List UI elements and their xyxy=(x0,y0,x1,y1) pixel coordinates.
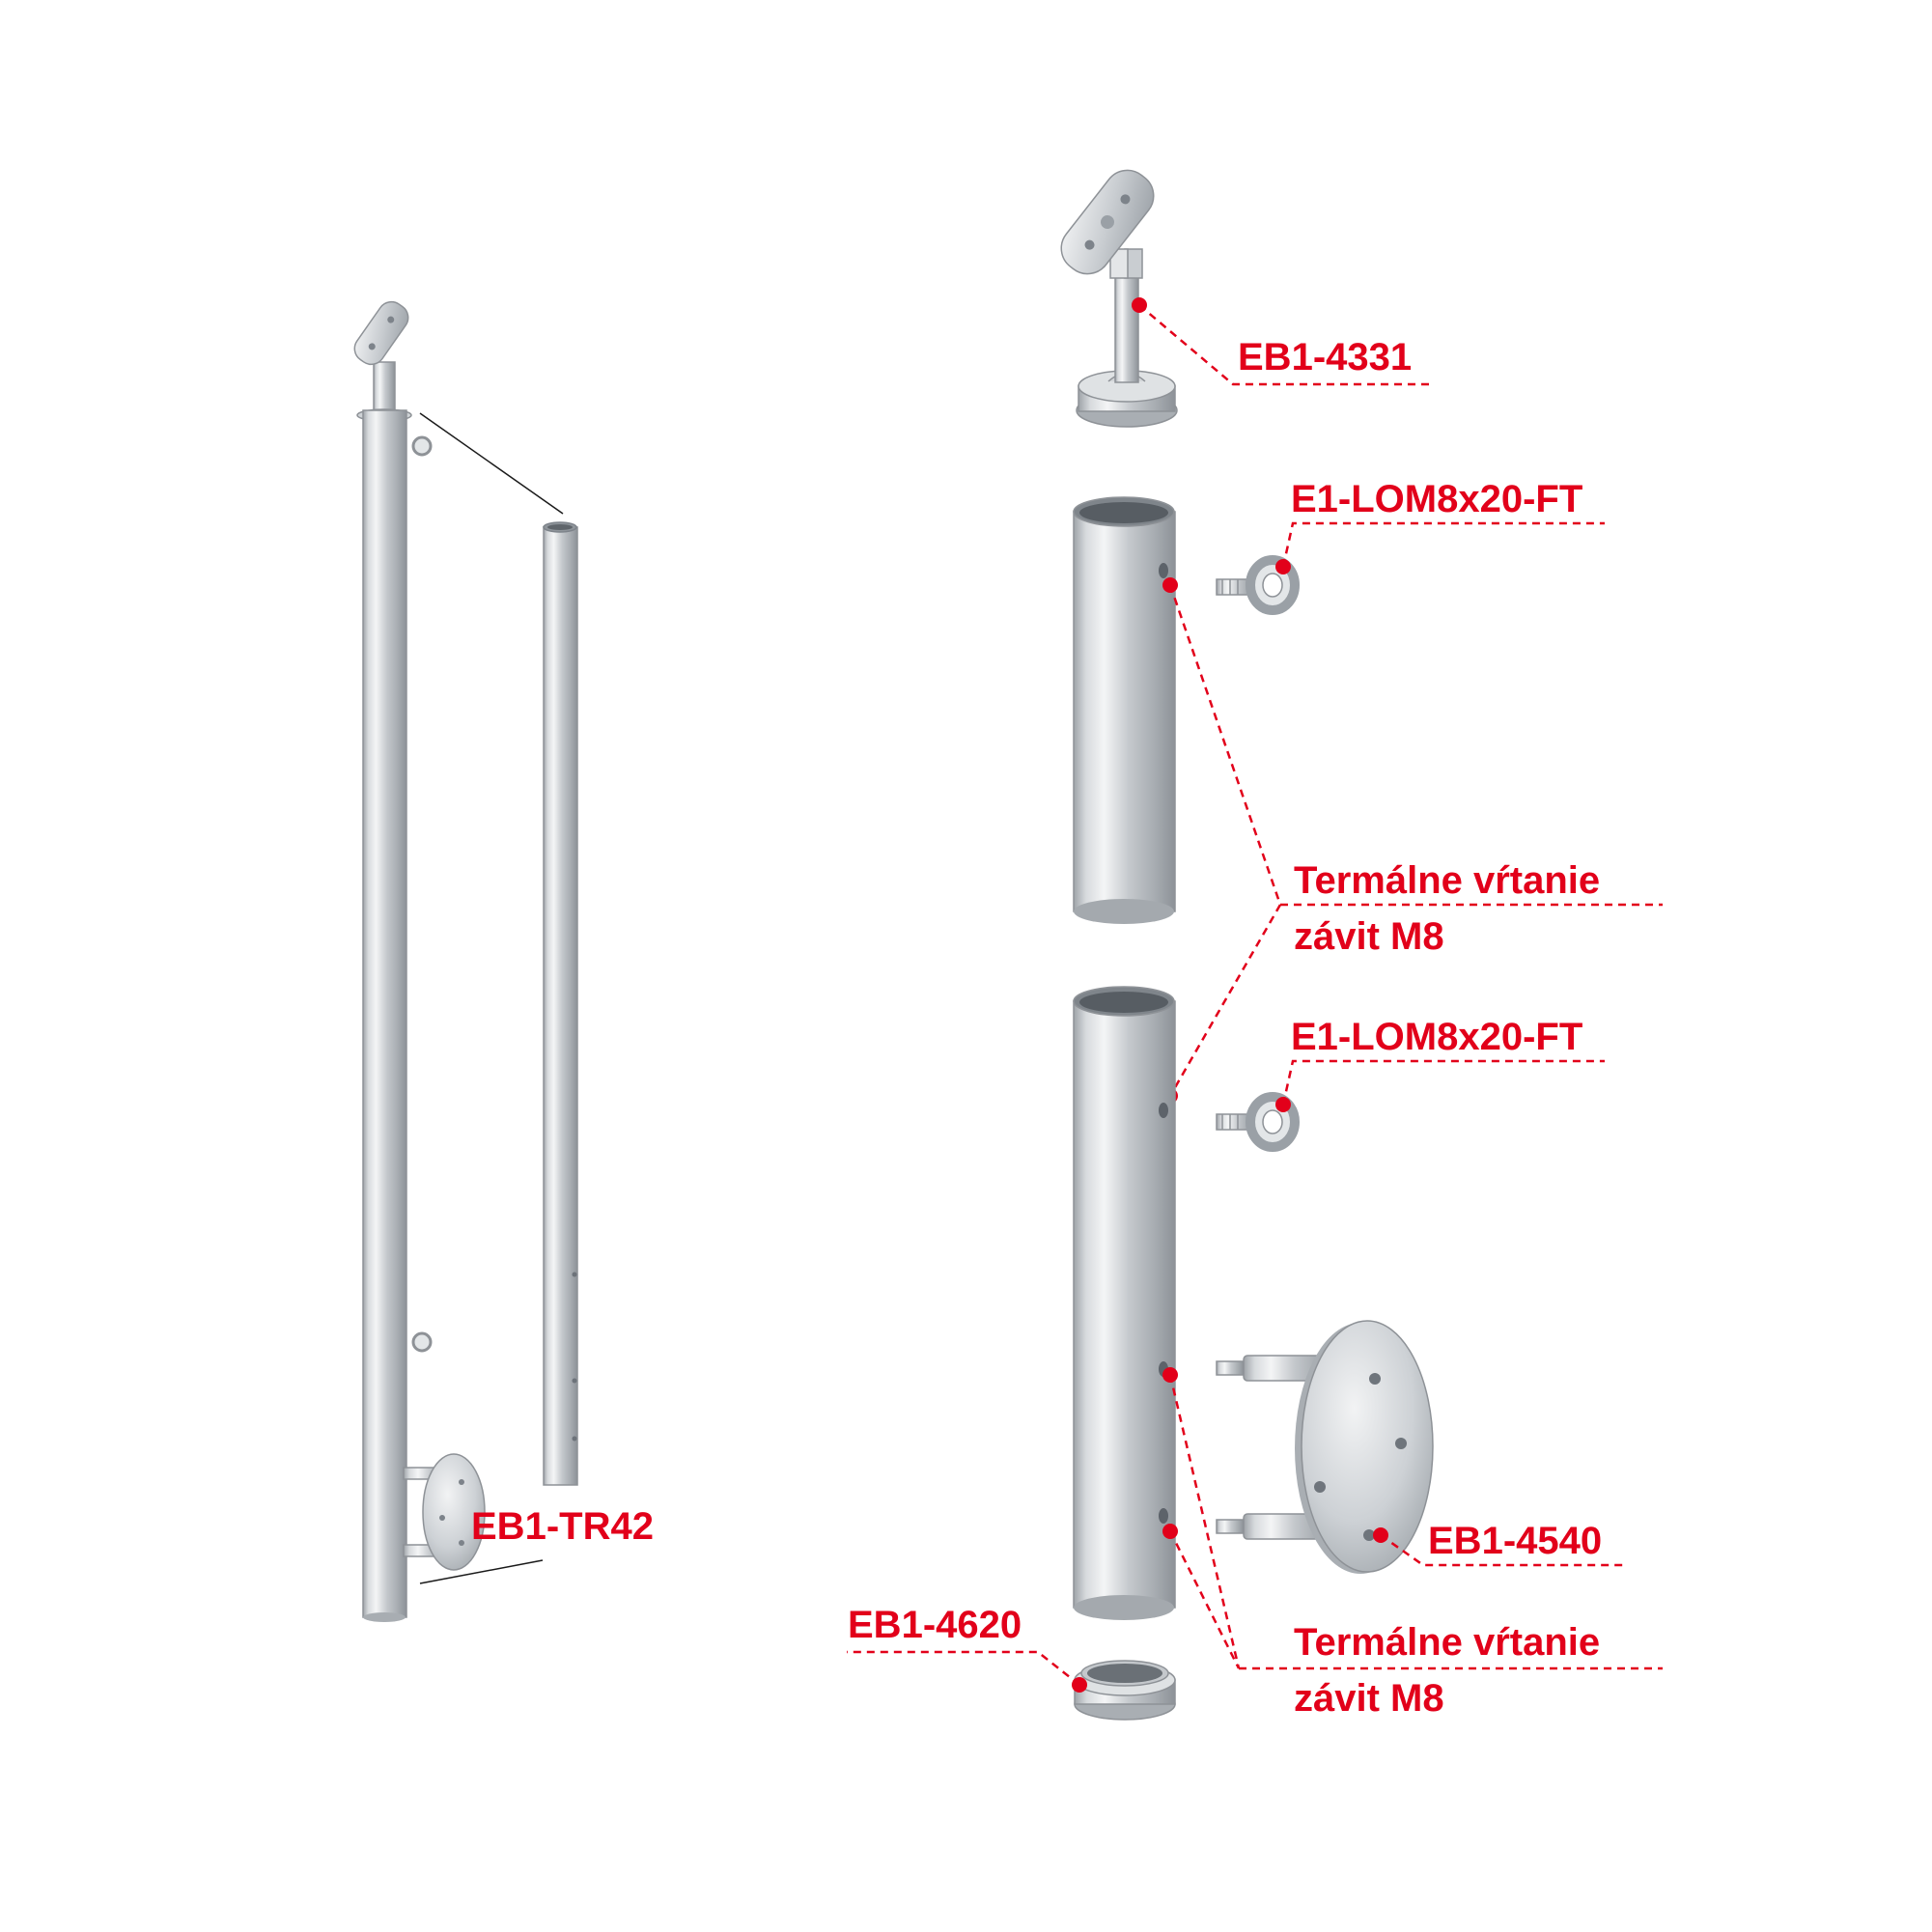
wall-flange-part xyxy=(1216,1320,1434,1574)
guide-line-bottom xyxy=(419,1559,544,1584)
callout-handrail-support xyxy=(1132,297,1432,386)
assembled-wall-flange xyxy=(403,1453,486,1571)
guide-line-top xyxy=(419,412,564,515)
label-assembled-post: EB1-TR42 xyxy=(471,1505,654,1548)
assembled-eye-bolt-top xyxy=(411,435,433,457)
lower-tube-part xyxy=(1073,986,1176,1620)
label-thermal-drilling-bottom-line2: závit M8 xyxy=(1294,1677,1444,1720)
handrail-support-part xyxy=(1060,169,1178,428)
label-upper-eye-bolt: E1-LOM8x20-FT xyxy=(1291,478,1582,520)
label-thermal-drilling-top-line1: Termálne vŕtanie xyxy=(1294,859,1600,902)
label-thermal-drilling-bottom-line1: Termálne vŕtanie xyxy=(1294,1621,1600,1664)
label-end-cap: EB1-4620 xyxy=(848,1604,1022,1646)
end-cap-part xyxy=(1074,1660,1176,1721)
assembled-saddle xyxy=(353,300,412,422)
callout-end-cap xyxy=(847,1650,1087,1693)
assembled-eye-bolt-bottom xyxy=(411,1331,433,1353)
label-thermal-drilling-top-line2: závit M8 xyxy=(1294,915,1444,958)
callout-thermal-drilling-bottom xyxy=(1162,1367,1663,1670)
label-handrail-support: EB1-4331 xyxy=(1238,336,1412,378)
separate-tube xyxy=(543,521,578,1486)
assembled-post xyxy=(353,300,486,1622)
callout-lower-eye-bolt xyxy=(1275,1059,1605,1112)
label-lower-eye-bolt: E1-LOM8x20-FT xyxy=(1291,1016,1582,1058)
upper-tube-part xyxy=(1073,496,1176,924)
callout-upper-eye-bolt xyxy=(1275,521,1605,574)
callout-wall-flange xyxy=(1373,1527,1624,1567)
label-wall-flange: EB1-4540 xyxy=(1428,1520,1602,1562)
